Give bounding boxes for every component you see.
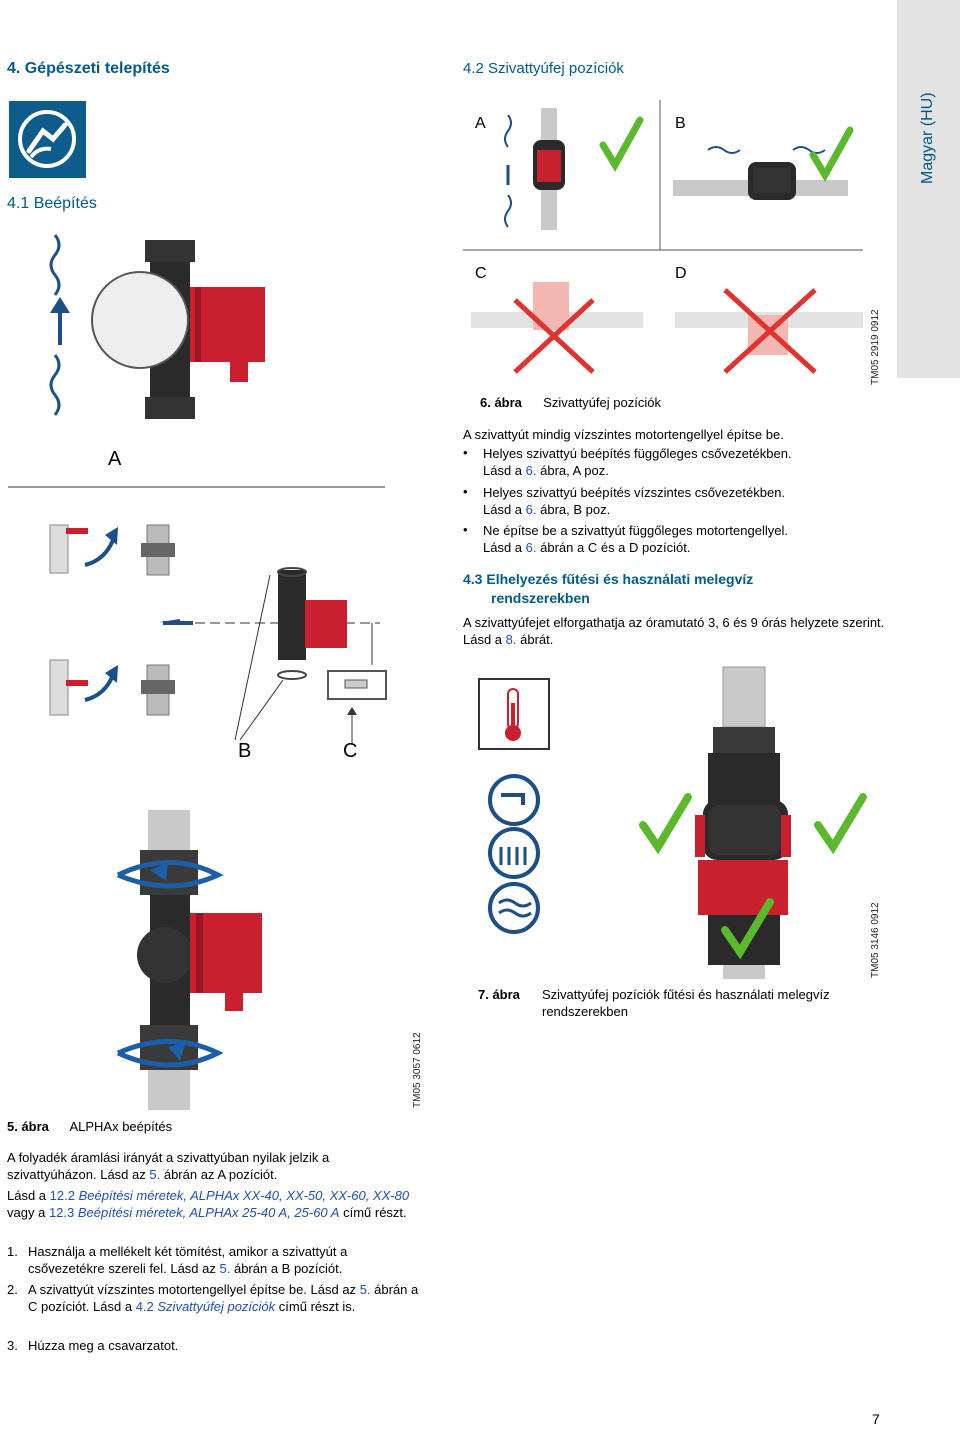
bullet-3-lead: Lásd a [483,540,523,555]
step-2-number: 2. [7,1282,18,1297]
radiator-icon [488,827,540,879]
bullet-3-marker: • [463,522,468,537]
step-2-text: A szivattyút vízszintes motortengellyel … [28,1281,428,1315]
para2-mid: vagy a [7,1205,46,1220]
section-title-4-3: 4.3 Elhelyezés fűtési és használati mele… [463,570,753,608]
bullet-1-marker: • [463,445,468,460]
fig6-label-a: A [475,115,486,132]
thermometer-icon-frame [478,678,550,750]
fig6-caption-text: Szivattyúfej pozíciók [543,395,661,410]
page-number: 7 [872,1411,880,1427]
section3-tail: ábrát. [520,632,554,647]
check-icon [809,126,854,182]
bullet-3-text: Ne építse be a szivattyút függőleges mot… [483,523,788,538]
para1-ref-link[interactable]: 5. [149,1167,161,1182]
bullet-2-lead: Lásd a [483,502,523,517]
ref-12-3-link[interactable]: 12.3 [48,1205,75,1220]
fig7-caption-text: Szivattyúfej pozíciók fűtési és használa… [542,987,830,1019]
bullet-1-ref-link[interactable]: 6. [525,463,537,478]
step1-text: Használja a mellékelt két tömítést, amik… [28,1244,348,1276]
check-icon [814,793,867,855]
bullet-2-text: Helyes szivattyú beépítés vízszintes cső… [483,485,786,500]
ref-12-2-link[interactable]: 12.2 [49,1188,75,1203]
tap-water-icon [488,774,540,826]
flow-wave-icon [49,234,61,296]
fig6-caption: 6. ábra Szivattyúfej pozíciók [480,394,661,411]
bullet-2-ref-link[interactable]: 6. [525,502,537,517]
language-label: Magyar (HU) [919,92,936,184]
bullet-1-lead: Lásd a [483,463,523,478]
bullet-1: Helyes szivattyú beépítés függőleges cső… [483,445,883,479]
fig5-tm-code: TM05 3057 0612 [412,1032,423,1108]
section-title-4-2: 4.2 Szivattyúfej pozíciók [463,60,624,77]
bullet-2-marker: • [463,484,468,499]
step1-ref-link[interactable]: 5. [219,1261,231,1276]
step2-text: A szivattyút vízszintes motortengellyel … [28,1282,357,1297]
para2-tail: című részt. [343,1205,407,1220]
para2-lead: Lásd a [7,1188,47,1203]
fig7-caption-num: 7. ábra [478,986,538,1003]
fig5-caption-text: ALPHAx beépítés [69,1119,173,1134]
check-icon [599,116,644,172]
bullet-3: Ne építse be a szivattyút függőleges mot… [483,522,883,556]
cross-icon [513,298,595,374]
fig6-label-b: B [675,115,686,132]
step2-title-link[interactable]: Szivattyúfej pozíciók [157,1299,276,1314]
figure-7-heating-positions [478,666,867,979]
cross-icon [723,288,817,374]
pump-mounting-image [116,810,262,1110]
check-icon [721,898,774,960]
step1-tail: ábrán a B pozíciót. [233,1261,343,1276]
step2-ref1-link[interactable]: 5. [359,1282,371,1297]
fig7-caption-num-text: 7. ábra [478,987,520,1002]
step2-tail: című részt is. [278,1299,356,1314]
fig6-caption-num: 6. ábra [480,395,522,410]
step-3-number: 3. [7,1338,18,1353]
fig5-label-a: A [108,448,122,470]
figure-6-pump-head-positions: A B C D [463,100,863,374]
step-1-number: 1. [7,1244,18,1259]
language-sidebar: Magyar (HU) [897,0,960,378]
bullet-2-tail: ábra, B poz. [540,502,611,517]
step-3-text: Húzza meg a csavarzatot. [28,1338,179,1353]
bullet-1-text: Helyes szivattyú beépítés függőleges cső… [483,446,792,461]
ref-12-2-title-link[interactable]: Beépítési méretek, ALPHAx XX-40, XX-50, … [78,1188,410,1203]
section-title-4-3-line2: rendszerekben [491,590,590,606]
figure-5-installation: A B C [8,234,387,1110]
fig5-label-b: B [238,740,251,762]
para1-tail: ábrán az A pozíciót. [163,1167,278,1182]
para1-text: A folyadék áramlási irányát a szivattyúb… [7,1150,330,1182]
dimensions-reference-paragraph: Lásd a 12.2 Beépítési méretek, ALPHAx XX… [7,1187,427,1221]
fig5-label-c: C [343,740,357,762]
fig6-tm-code: TM05 2919 0912 [870,309,881,385]
section-title-4: 4. Gépészeti telepítés [7,60,170,77]
installer-logo [9,101,86,178]
section3-ref-link[interactable]: 8. [505,632,517,647]
bullet-3-ref-link[interactable]: 6. [525,540,537,555]
step2-mid: ábrán a C pozíciót. Lásd a [28,1282,419,1314]
section3-text: A szivattyúfejet elforgathatja az óramut… [463,615,885,647]
fig5-caption: 5. ábra ALPHAx beépítés [7,1118,172,1135]
step2-ref2-link[interactable]: 4.2 [135,1299,154,1314]
bullet-2: Helyes szivattyú beépítés vízszintes cső… [483,484,883,518]
fig7-tm-code: TM05 3146 0912 [870,902,881,978]
bullet-1-tail: ábra, A poz. [540,463,609,478]
horizontal-shaft-intro: A szivattyút mindig vízszintes motorteng… [463,427,784,442]
check-icon [639,793,692,855]
floor-heating-icon [488,882,540,934]
step-1-text: Használja a mellékelt két tömítést, amik… [28,1243,398,1277]
ref-12-3-title-link[interactable]: Beépítési méretek, ALPHAx 25-40 A, 25-60… [77,1205,340,1220]
flow-direction-paragraph: A folyadék áramlási irányát a szivattyúb… [7,1149,367,1183]
bullet-3-tail: ábrán a C és a D pozíciót. [540,540,691,555]
pump-a-image [91,240,265,419]
fig6-label-c: C [475,265,487,282]
subsection-title-4-1: 4.1 Beépítés [7,195,97,212]
rotate-arrow-icon [116,860,224,889]
section-title-4-3-line1: 4.3 Elhelyezés fűtési és használati mele… [463,571,754,587]
fig6-label-d: D [675,265,687,282]
fig5-caption-num: 5. ábra [7,1119,49,1134]
rotation-paragraph: A szivattyúfejet elforgathatja az óramut… [463,614,888,648]
